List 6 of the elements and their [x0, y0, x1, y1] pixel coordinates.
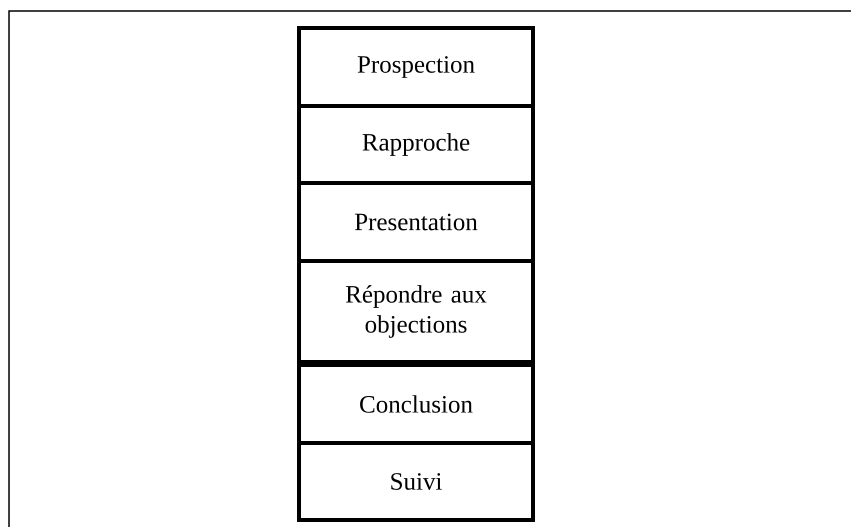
process-box: Suivi: [297, 441, 535, 522]
process-box: Prospection: [297, 26, 535, 108]
process-box: Répondre aux objections: [297, 259, 535, 364]
process-box: Conclusion: [297, 363, 535, 445]
process-box: Presentation: [297, 181, 535, 263]
process-box: Rapproche: [297, 104, 535, 185]
